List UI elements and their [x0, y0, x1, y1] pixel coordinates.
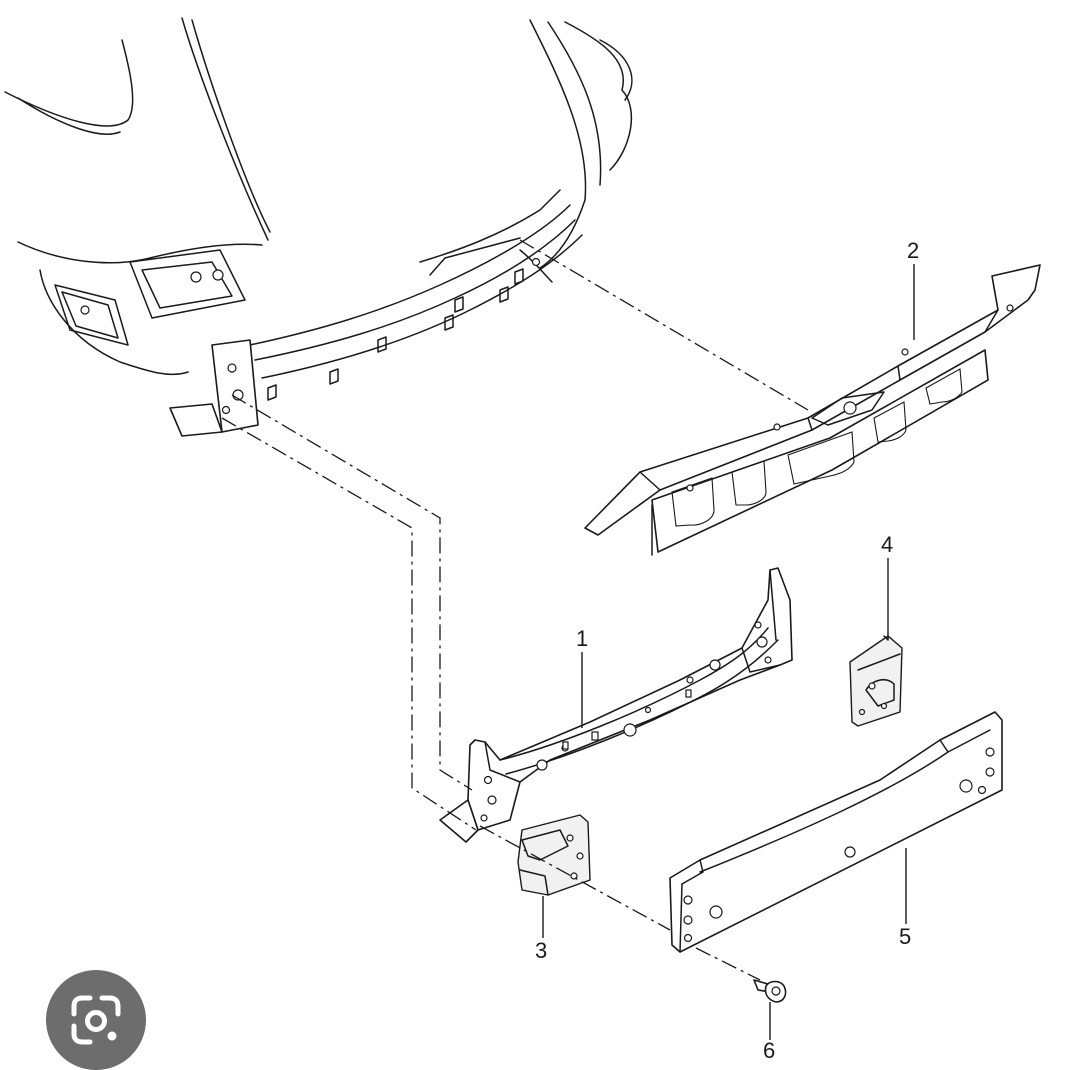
part-5-bumper-bar	[669, 711, 1003, 953]
leader-lines	[542, 264, 915, 1040]
part-2-upper-reinforcement	[584, 264, 1041, 556]
google-lens-button[interactable]	[46, 970, 146, 1070]
callout-6: 6	[763, 1038, 775, 1063]
callout-5: 5	[899, 924, 911, 949]
callout-1: 1	[576, 626, 588, 651]
car-body-rear	[4, 17, 633, 437]
part-6-bolt	[753, 979, 787, 1003]
part-1-crossmember	[439, 567, 793, 843]
callout-3: 3	[535, 938, 547, 963]
callout-4: 4	[881, 532, 893, 557]
assembly-lines	[221, 239, 809, 981]
callout-2: 2	[907, 238, 919, 263]
part-4-right-bracket	[849, 635, 903, 727]
part-3-left-bracket	[517, 814, 591, 896]
google-lens-icon	[71, 995, 121, 1045]
